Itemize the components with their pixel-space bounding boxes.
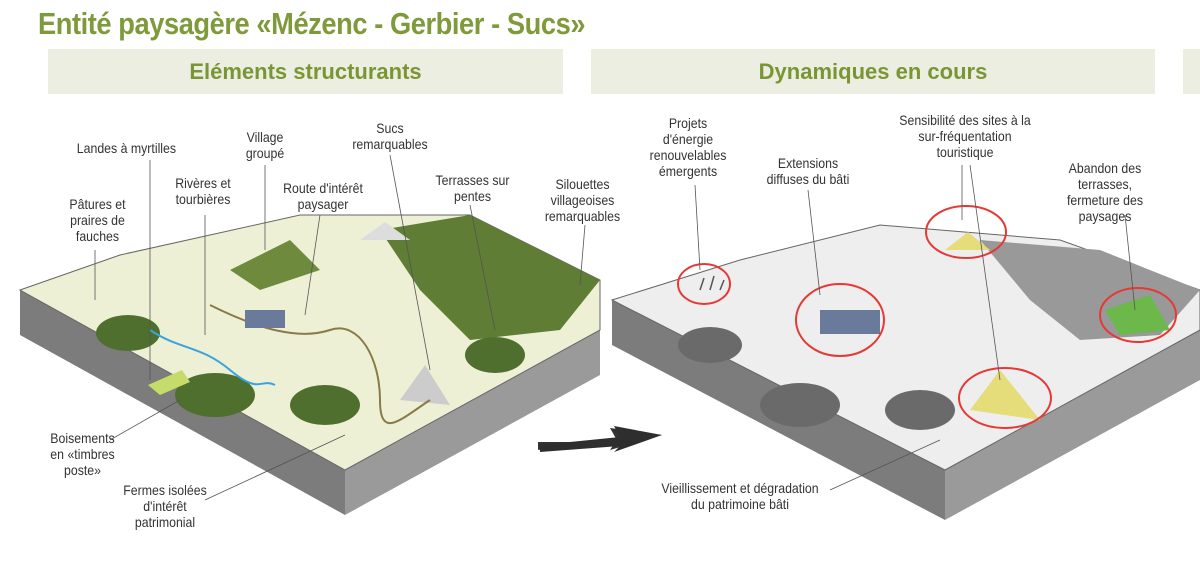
label-silouettes: Silouettes villageoises remarquables [544,176,621,224]
header-dynamiques-en-cours: Dynamiques en cours [591,49,1155,94]
left-terrain-block [18,214,601,515]
label-rivieres: Rivères et tourbières [175,175,231,207]
label-abandon: Abandon des terrasses, fermeture des pay… [1066,160,1144,224]
label-vieillissement: Vieillissement et dégradation du patrimo… [661,480,819,512]
header-partial [1183,49,1200,94]
label-terrasses: Terrasses sur pentes [435,172,510,204]
label-village: Village groupé [245,129,285,161]
label-boisements: Boisements en «timbres poste» [50,430,115,478]
label-route: Route d'intérêt paysager [283,180,363,212]
label-sucs: Sucs remarquables [352,120,428,152]
label-patures: Pâtures et praires de fauches [69,196,126,244]
page-title: Entité paysagère «Mézenc - Gerbier - Suc… [38,6,586,41]
label-fermes: Fermes isolées d'intérêt patrimonial [123,482,207,530]
label-energie: Projets d'énergie renouvelables émergent… [649,115,727,179]
header-elements-structurants: Eléments structurants [48,49,563,94]
label-sensibilite: Sensibilité des sites à la sur-fréquenta… [899,112,1031,160]
label-landes: Landes à myrtilles [76,140,177,156]
label-extensions: Extensions diffuses du bâti [766,155,850,187]
highlight-circles [677,205,1177,429]
right-terrain-block [610,205,1200,520]
